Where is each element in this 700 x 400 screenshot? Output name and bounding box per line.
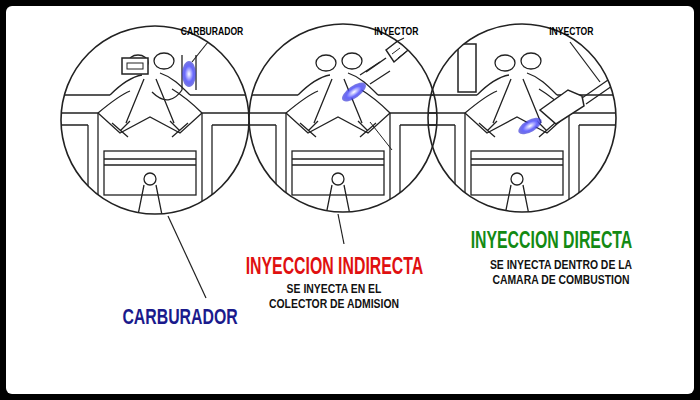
section-note: SE INYECTA DENTRO DE LA CAMARA DE COMBUS…	[469, 258, 653, 288]
section-title: INYECCION INDIRECTA	[245, 252, 422, 280]
section-title: CARBURADOR	[122, 304, 237, 329]
part-label: CARBURADOR	[181, 25, 243, 38]
section-title: INYECCION DIRECTA	[470, 226, 632, 254]
part-label: INYECTOR	[549, 25, 593, 38]
white-panel	[6, 6, 694, 394]
section-note: SE INYECTA EN EL COLECTOR DE ADMISION	[266, 282, 402, 312]
part-label: INYECTOR	[374, 25, 418, 38]
